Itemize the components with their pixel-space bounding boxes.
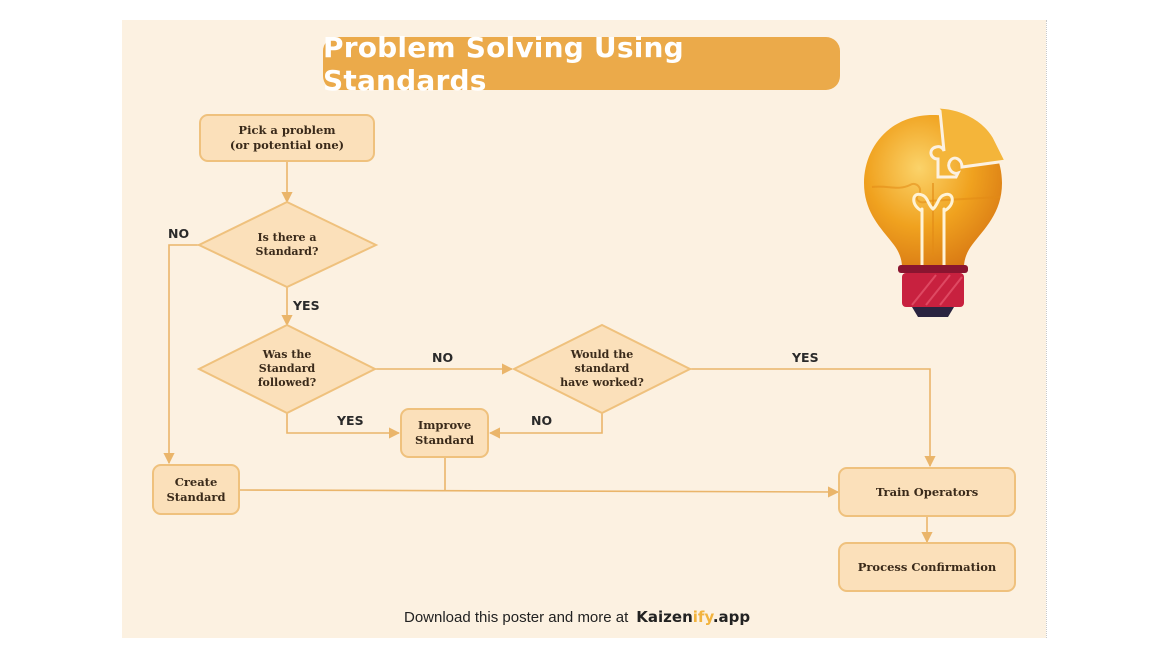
decision-worked-text: Would the standard have worked? — [560, 348, 644, 389]
label-yes-train: YES — [792, 350, 819, 365]
brand-main: Kaizen — [636, 608, 693, 626]
node-improve-standard: Improve Standard — [400, 408, 489, 458]
decision-diamond-standard — [196, 200, 379, 289]
label-yes-improve: YES — [337, 413, 364, 428]
node-process-confirmation: Process Confirmation — [838, 542, 1016, 592]
lightbulb-puzzle-icon — [864, 105, 1009, 317]
connector-worked-to-improve — [488, 413, 603, 439]
label-yes-followed: YES — [293, 298, 320, 313]
decision-diamond-worked — [511, 323, 693, 415]
label-no-create: NO — [168, 226, 190, 241]
node-create-standard: Create Standard — [152, 464, 240, 515]
decision-diamond-followed — [196, 323, 378, 415]
connector-worked-to-train — [690, 368, 936, 468]
connector-create-to-train — [239, 486, 840, 498]
footer-text: Download this poster and more at — [404, 608, 629, 626]
decision-followed-text: Was the Standard followed? — [257, 348, 317, 389]
brand-suffix: .app — [712, 608, 751, 626]
node-train-operators: Train Operators — [838, 467, 1016, 517]
label-no-worked: NO — [432, 350, 454, 365]
decision-standard-text: Is there a Standard? — [255, 231, 319, 258]
connector-standard-to-create — [163, 244, 199, 465]
brand-accent: ify — [692, 608, 713, 626]
node-pick-problem: Pick a problem (or potential one) — [199, 114, 375, 162]
connector-followed-to-improve — [286, 413, 401, 439]
label-no-improve: NO — [531, 413, 553, 428]
page-edge — [1046, 20, 1047, 638]
brand-logo[interactable]: Kaizenify.app — [636, 608, 750, 626]
footer: Download this poster and more at Kaizeni… — [404, 606, 750, 628]
